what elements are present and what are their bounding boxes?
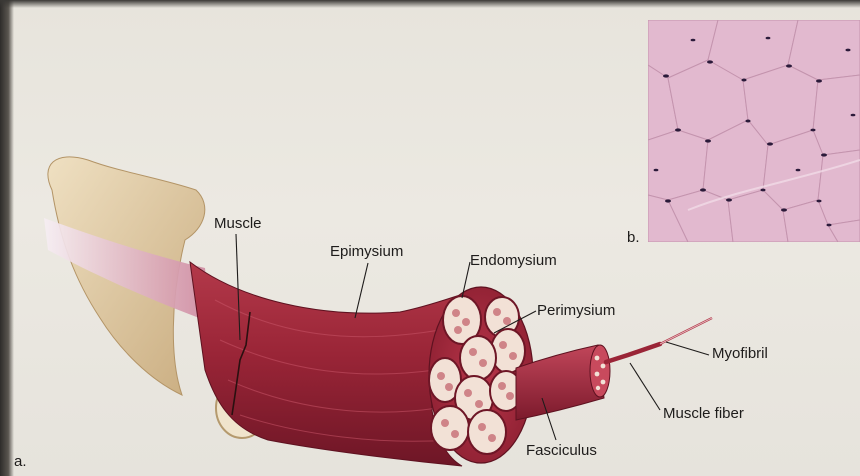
- fasciculus-end: [590, 345, 610, 397]
- label-perimysium: Perimysium: [537, 302, 615, 319]
- muscle-fiber-strand: [606, 344, 660, 362]
- label-muscle-fiber: Muscle fiber: [663, 405, 744, 422]
- panel-letter-a: a.: [14, 453, 27, 470]
- micrograph-image: [648, 20, 860, 242]
- label-epimysium: Epimysium: [330, 243, 403, 260]
- label-fasciculus: Fasciculus: [526, 442, 597, 459]
- label-muscle: Muscle: [214, 215, 262, 232]
- label-endomysium: Endomysium: [470, 252, 557, 269]
- label-myofibril: Myofibril: [712, 345, 768, 362]
- panel-letter-b: b.: [627, 229, 640, 246]
